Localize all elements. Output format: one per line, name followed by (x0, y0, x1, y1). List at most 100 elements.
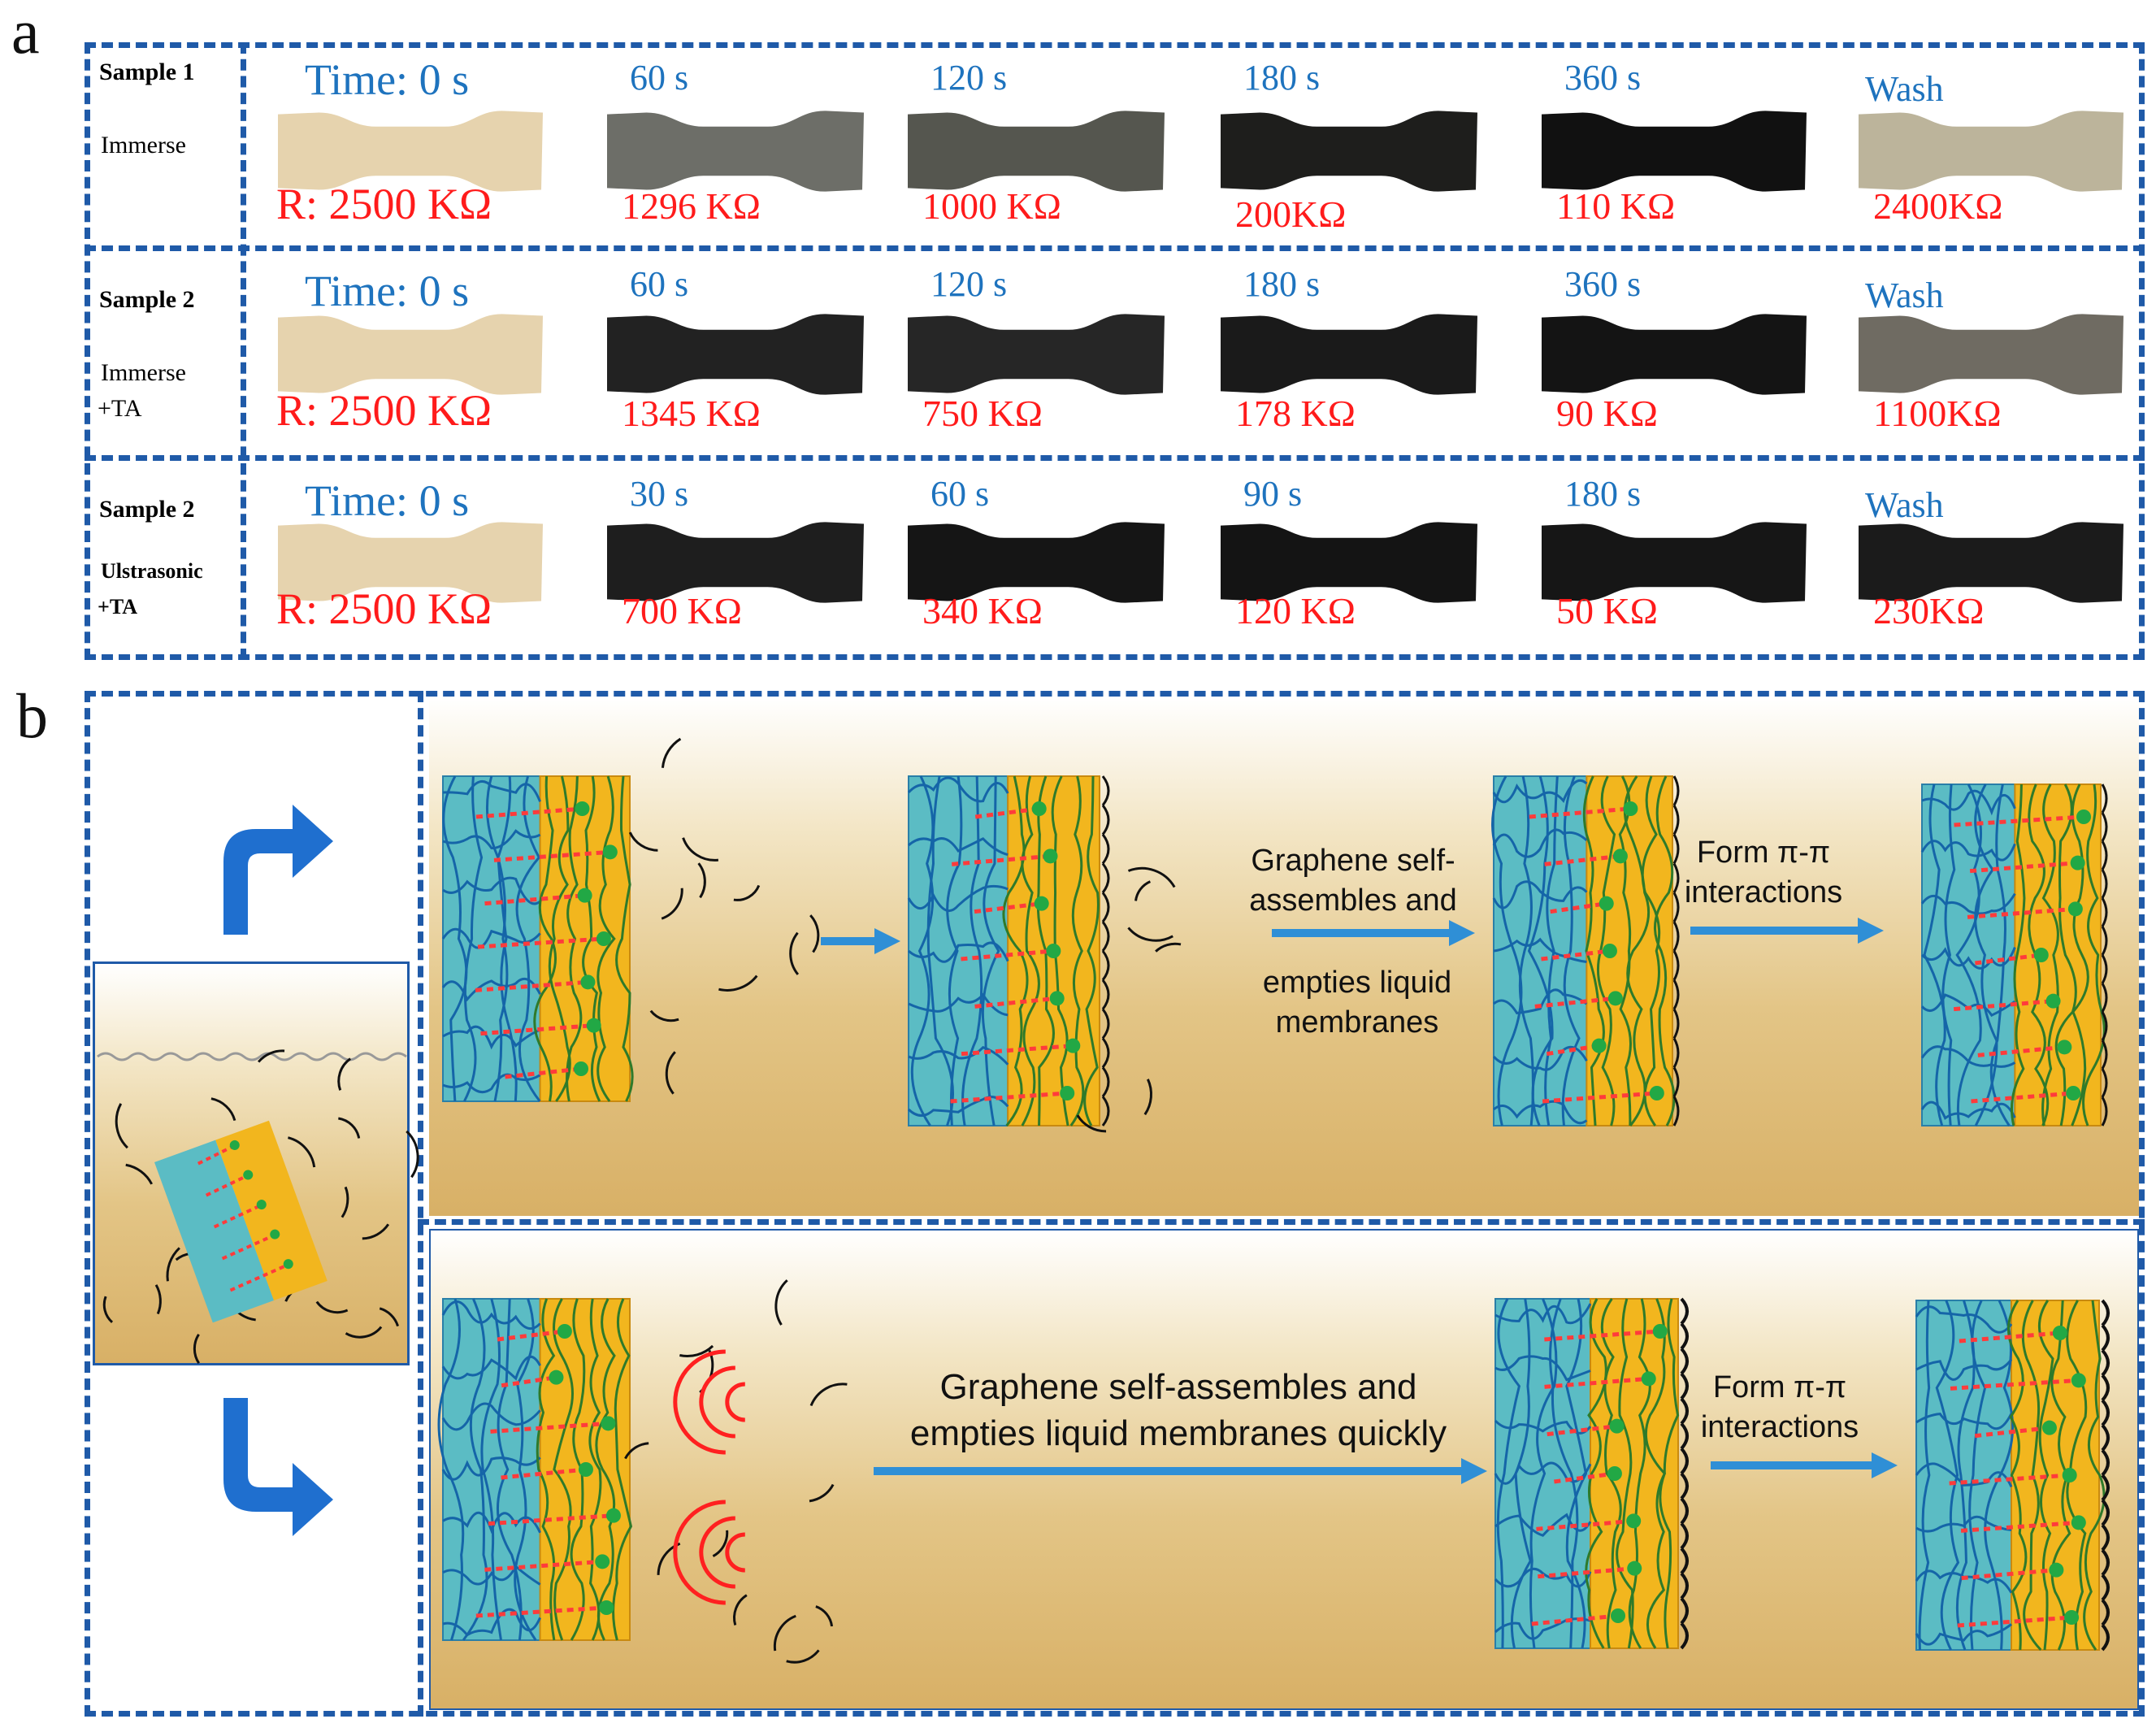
sample-strip (278, 111, 543, 192)
graphene-chain (2054, 784, 2077, 1126)
crosslink (1949, 1473, 2070, 1486)
graphene-chain (1641, 775, 1661, 1126)
graphene-chain (2071, 784, 2089, 1126)
polymer-chain (442, 775, 468, 1102)
node-dot (2067, 901, 2083, 917)
crosslink (475, 979, 588, 992)
sample-strip-shape (607, 111, 864, 192)
sample-subtitle: Immerse (101, 132, 186, 158)
node-dot (595, 1554, 610, 1569)
top-step2-line-2: interactions (1684, 875, 1843, 910)
graphene-sheet (2101, 869, 2108, 899)
sample-strip (278, 522, 543, 603)
polymer-chain (515, 775, 541, 1102)
polymer-chain (442, 1511, 541, 1534)
process-arrow-icon-head (1872, 1452, 1898, 1478)
hydrogel-layer (1915, 1300, 2012, 1651)
graphene-sheet (1101, 862, 1110, 894)
polymer-chain (1941, 784, 1956, 1126)
sample-subtitle: Immerse (101, 359, 186, 386)
time-label: 180 s (1243, 58, 1321, 98)
node-dot (605, 1508, 621, 1523)
time-label: 120 s (931, 58, 1008, 98)
top-step1-line-4: membranes (1275, 1005, 1439, 1040)
graphene-flake (1155, 942, 1182, 953)
graphene-flake (166, 1247, 180, 1282)
graphene-flake (102, 1296, 114, 1323)
crosslink (490, 1421, 609, 1434)
graphene-chain (2083, 1300, 2106, 1651)
time-label: 360 s (1564, 58, 1642, 98)
process-arrow-icon-head (874, 928, 900, 954)
graphene-flake (628, 831, 658, 852)
graphene-chain (2082, 784, 2106, 1126)
crosslink (1957, 1615, 2072, 1628)
crosslink (1538, 1566, 1635, 1579)
graphene-chain (582, 775, 601, 1102)
graphene-flake (362, 1223, 390, 1240)
node-dot (1599, 896, 1614, 911)
graphene-flake (337, 1057, 352, 1091)
graphene-chain (1021, 775, 1040, 1126)
polymer-chain (441, 977, 541, 1002)
polymer-chain (514, 1298, 537, 1641)
time-label: Wash (1865, 485, 1944, 525)
graphene-chain (1600, 1298, 1622, 1649)
node-dot (596, 931, 611, 946)
polymer-chain (485, 775, 509, 1102)
polymer-chain (463, 775, 484, 1102)
graphene-chain (1653, 775, 1676, 1126)
graphene-sheet (1101, 950, 1110, 981)
sample-title: Sample 1 (99, 59, 195, 85)
sample-strip (908, 522, 1165, 603)
crosslink (205, 1175, 245, 1197)
hydrogel-layer (1494, 1298, 1591, 1649)
crosslink (493, 849, 611, 862)
graphene-sheet (2101, 1474, 2110, 1502)
sample-strip-shape (278, 314, 543, 395)
graphene-sheet (1101, 1066, 1110, 1098)
node-dot (573, 1061, 588, 1076)
time-label: 60 s (630, 264, 689, 304)
graphene-sheet (2101, 1623, 2110, 1652)
graphene-chain (1582, 775, 1605, 1126)
node-dot (2052, 1326, 2067, 1340)
row-divider-2 (85, 455, 2145, 461)
time-label: Time: 0 s (305, 267, 470, 315)
resistance-label: 2400KΩ (1873, 185, 2003, 227)
ultrasonic-wave-icon (725, 1382, 745, 1422)
top-step1-line-3: empties liquid (1262, 966, 1452, 1000)
top-step1-text-lower: empties liquid membranes (1256, 963, 1459, 1044)
crosslink (1542, 1091, 1658, 1104)
graphene-sheet (2101, 897, 2108, 927)
polymer-chain (1510, 1298, 1532, 1649)
time-label: 60 s (931, 474, 990, 514)
sample-strip-shape (607, 314, 864, 395)
sample-strip (607, 522, 864, 603)
sample-strip-shape (1221, 111, 1477, 192)
polymer-chain (442, 1025, 541, 1050)
polymer-chain (437, 1298, 465, 1641)
resistance-label: 750 KΩ (922, 393, 1043, 434)
sample-strip-shape (1859, 111, 2123, 192)
bottom-step2-line-1: Form π-π (1712, 1370, 1847, 1404)
graphene-chain (1618, 775, 1632, 1126)
resistance-label: 50 KΩ (1556, 590, 1658, 632)
curved-arrow-up-right-icon (223, 805, 333, 935)
node-dot (283, 1259, 293, 1270)
process-arrow-icon-head (1461, 1458, 1487, 1484)
polymer-chain (462, 1298, 488, 1641)
graphene-sheet (1680, 1348, 1689, 1375)
node-dot (2071, 1515, 2086, 1530)
resistance-label: 90 KΩ (1556, 393, 1658, 434)
polymer-chain (1549, 1298, 1579, 1649)
node-dot (549, 1370, 564, 1385)
polymer-chain (1518, 775, 1534, 1126)
top-step2-line-1: Form π-π (1696, 836, 1831, 870)
crosslink (974, 996, 1057, 1009)
graphene-chain (2007, 1300, 2028, 1651)
crosslink (961, 1044, 1074, 1057)
top-step1-line-1: Graphene self- (1251, 844, 1455, 878)
graphene-sheet (1680, 1297, 1689, 1326)
polymer-chain (1915, 1358, 2013, 1381)
